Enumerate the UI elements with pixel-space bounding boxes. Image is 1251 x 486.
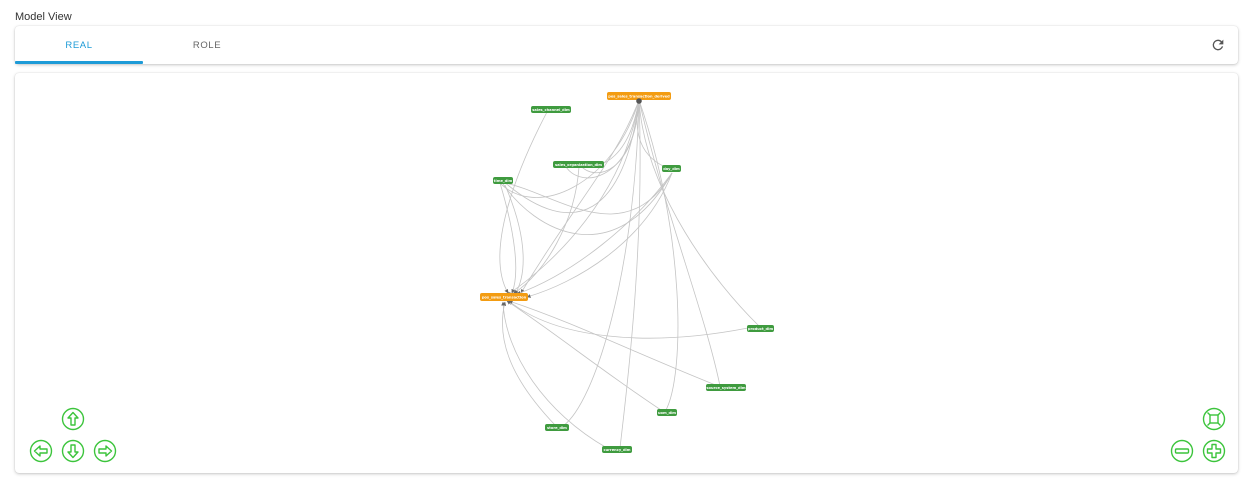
svg-text:pos_sales_transaction_derived: pos_sales_transaction_derived [608, 94, 670, 98]
svg-text:currency_dim: currency_dim [603, 448, 630, 452]
active-tab-indicator [15, 61, 143, 64]
graph-edges [496, 99, 760, 449]
graph-node-product-dim[interactable]: product_dim [747, 325, 774, 332]
arrow-right-icon[interactable] [93, 439, 117, 463]
tab-role[interactable]: ROLE [192, 39, 222, 51]
graph-node-sales-channel-dim[interactable]: sales_channel_dim [531, 106, 571, 113]
svg-text:source_system_dim: source_system_dim [706, 386, 745, 390]
graph-node-time-dim[interactable]: time_dim [493, 177, 513, 184]
fit-view-icon[interactable] [1202, 407, 1226, 431]
arrow-down-icon[interactable] [61, 439, 85, 463]
svg-text:pos_sales_transaction: pos_sales_transaction [482, 295, 527, 299]
graph-node-store-dim[interactable]: store_dim [545, 424, 569, 431]
model-graph[interactable]: pos_sales_transaction_derived sales_chan… [15, 73, 1238, 473]
svg-text:store_dim: store_dim [547, 426, 567, 430]
refresh-icon[interactable] [1210, 37, 1226, 53]
svg-text:time_dim: time_dim [494, 179, 513, 183]
arrow-up-icon[interactable] [61, 407, 85, 431]
graph-node-day-dim[interactable]: day_dim [662, 165, 681, 172]
graph-node-pos-sales-transaction-derived[interactable]: pos_sales_transaction_derived [607, 92, 671, 104]
graph-node-pos-sales-transaction[interactable]: pos_sales_transaction [480, 293, 528, 301]
svg-text:sales_organization_dim: sales_organization_dim [555, 163, 602, 167]
svg-text:uom_dim: uom_dim [658, 411, 676, 415]
graph-node-currency-dim[interactable]: currency_dim [602, 446, 632, 453]
svg-text:sales_channel_dim: sales_channel_dim [532, 108, 570, 112]
svg-text:day_dim: day_dim [663, 167, 680, 171]
graph-node-sales-organization-dim[interactable]: sales_organization_dim [553, 161, 604, 168]
graph-nodes: pos_sales_transaction_derived sales_chan… [480, 92, 774, 453]
graph-canvas[interactable]: pos_sales_transaction_derived sales_chan… [15, 73, 1238, 473]
page-title: Model View [15, 11, 72, 23]
graph-node-source-system-dim[interactable]: source_system_dim [706, 384, 746, 391]
zoom-out-icon[interactable] [1170, 439, 1194, 463]
svg-text:product_dim: product_dim [748, 327, 773, 331]
arrow-left-icon[interactable] [29, 439, 53, 463]
tab-real[interactable]: REAL [65, 39, 93, 51]
zoom-in-icon[interactable] [1202, 439, 1226, 463]
graph-node-uom-dim[interactable]: uom_dim [657, 409, 677, 416]
tab-bar: REAL ROLE [15, 26, 1238, 64]
